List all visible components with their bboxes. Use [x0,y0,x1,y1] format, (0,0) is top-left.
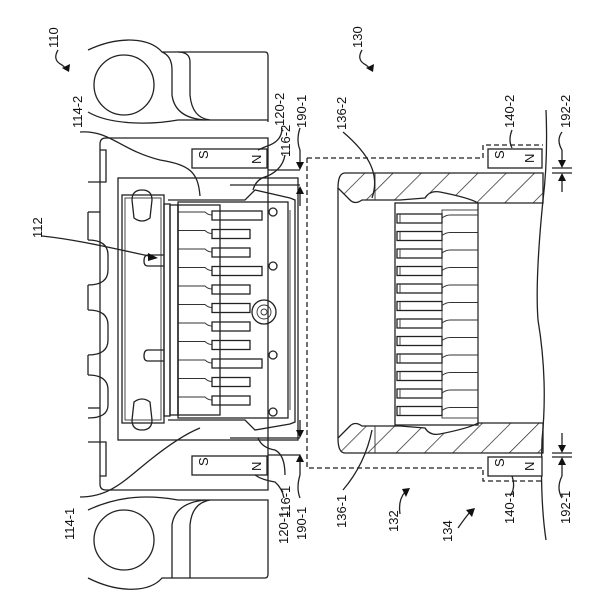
screw-hole-3 [268,350,278,360]
label-120-2: 120-2 [272,93,287,126]
label-120-1: 120-1 [276,511,291,544]
magnet-south: S [196,150,211,159]
contact-finger [396,335,478,347]
contact-finger [396,405,478,417]
label-140-2: 140-2 [502,95,517,128]
contact-finger [396,300,478,312]
screw-hole-1 [268,207,278,217]
contact-finger [178,339,251,351]
inner-frame [117,177,299,441]
leader-lines [41,49,563,529]
screw-hole-2 [268,261,278,271]
magnet-140-1: S N [487,456,543,477]
label-132: 132 [386,510,401,532]
contact-finger [178,395,251,406]
contact-finger [178,284,251,295]
magnet-120-2: S N [191,148,268,169]
contact-finger [396,230,478,242]
contact-finger [396,318,478,329]
contact-finger [396,370,478,382]
magnet-south: S [196,457,211,466]
contact-finger [178,358,263,369]
gap-dimension-192-1 [552,433,572,476]
label-130: 130 [350,26,365,48]
screw-hole-4 [268,407,278,417]
contact-finger [178,265,263,277]
label-134: 134 [440,520,455,542]
contact-finger [178,247,251,258]
magnet-south: S [492,150,507,159]
contact-finger [178,210,263,221]
shell-wall-bottom [337,422,544,454]
gap-dimension-190-1-bottom [296,420,304,475]
magnet-north: N [522,462,537,471]
contact-finger [396,353,478,364]
contact-finger [178,376,251,388]
connector-assembly-130: S N S N [306,109,548,541]
gap-dimension-190-1-top [296,150,304,206]
dashed-boundary-132 [306,144,543,482]
mounting-ear-top [87,39,269,124]
gap-dimension-192-2 [552,150,572,192]
contact-fingers-right [396,213,478,417]
label-136-2: 136-2 [334,97,349,130]
magnet-140-2: S N [487,148,543,169]
contact-finger [178,302,251,314]
contact-finger [396,265,478,277]
contact-finger [396,248,478,259]
label-116-1: 116-1 [278,486,293,518]
contact-finger [396,283,478,294]
reference-labels: 110 130 112 114-2 114-1 120-2 116-2 190-… [30,26,573,544]
label-110: 110 [46,27,61,48]
label-112: 112 [30,217,45,238]
bump-2 [87,309,109,356]
magnet-120-1: S N [191,455,268,476]
label-190-1-top: 190-1 [294,95,309,128]
bump-3 [87,374,109,419]
label-140-1: 140-1 [502,491,517,524]
label-192-1: 192-1 [558,491,573,524]
contact-finger [178,321,251,332]
magnet-north: N [249,155,264,164]
housing-tab-top [88,149,107,183]
housing-tab-bottom [88,441,107,477]
bump-1 [87,239,109,286]
contact-fingers-left [178,210,263,406]
contact-finger [396,388,478,399]
housing-outline [99,137,269,491]
contact-finger [178,228,251,240]
label-114-1: 114-1 [62,508,77,540]
mounting-ear-bottom [87,496,269,590]
magnet-north: N [249,462,264,471]
label-116-2: 116-2 [278,125,293,157]
contact-finger [396,213,478,224]
shell-wall-top [337,172,544,204]
plug-112 [121,189,296,431]
connector-assembly-110: S N S N [87,39,300,590]
center-post [251,299,277,325]
magnet-north: N [522,154,537,163]
magnet-south: S [492,458,507,467]
label-136-1: 136-1 [334,495,349,528]
label-192-2: 192-2 [558,95,573,128]
label-190-1-bottom: 190-1 [294,507,309,540]
label-114-2: 114-2 [70,96,85,128]
